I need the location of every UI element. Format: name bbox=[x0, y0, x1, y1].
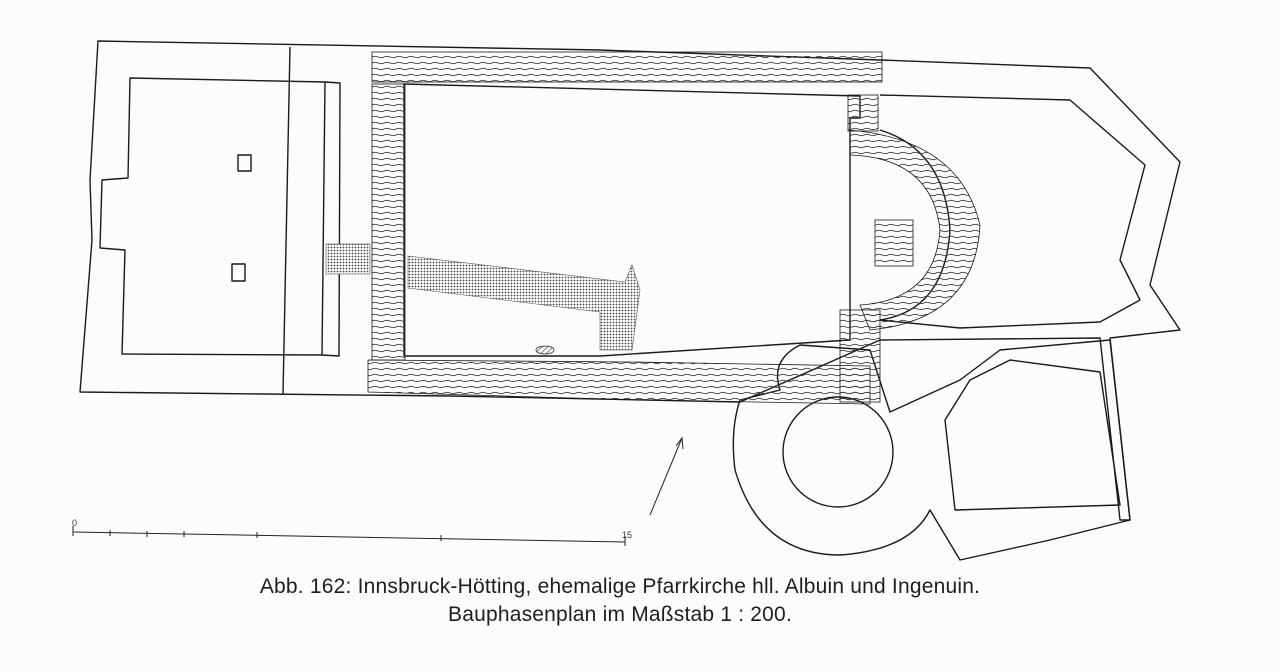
north-arrow bbox=[649, 436, 684, 516]
scale-end-label: 15 bbox=[622, 530, 632, 540]
hatched-phase-a bbox=[367, 51, 981, 405]
round-tower-outer bbox=[732, 339, 1131, 561]
outer-wall-outline bbox=[79, 40, 1181, 521]
altar-hatch bbox=[874, 219, 914, 267]
west-wall-hatch bbox=[371, 83, 406, 361]
west-room-inner bbox=[99, 77, 326, 356]
scale-start-label: 0 bbox=[72, 518, 77, 528]
annex-outer bbox=[944, 359, 1121, 511]
north-wall-hatch bbox=[371, 51, 883, 83]
choir-link-hatch bbox=[839, 309, 881, 403]
round-tower-inner bbox=[782, 396, 894, 508]
south-wall-hatch bbox=[367, 359, 871, 405]
west-partition-line-1 bbox=[282, 46, 291, 395]
diagonal-wall-dotted bbox=[407, 255, 641, 351]
small-hatched-oval bbox=[535, 345, 555, 355]
pillar-2 bbox=[231, 263, 246, 282]
dotted-phase-b bbox=[325, 243, 641, 351]
east-pillar-hatch bbox=[847, 94, 879, 132]
pillar-1 bbox=[237, 154, 252, 172]
scale-bar bbox=[72, 526, 626, 546]
choir-inner-outline bbox=[879, 94, 1146, 329]
west-stub-dotted bbox=[325, 243, 371, 275]
west-partition-wall bbox=[321, 81, 341, 357]
figure-caption-line-1: Abb. 162: Innsbruck-Hötting, ehemalige P… bbox=[259, 575, 981, 598]
apse-hatch bbox=[849, 129, 981, 331]
figure-caption-line-2: Bauphasenplan im Maßstab 1 : 200. bbox=[448, 603, 792, 626]
